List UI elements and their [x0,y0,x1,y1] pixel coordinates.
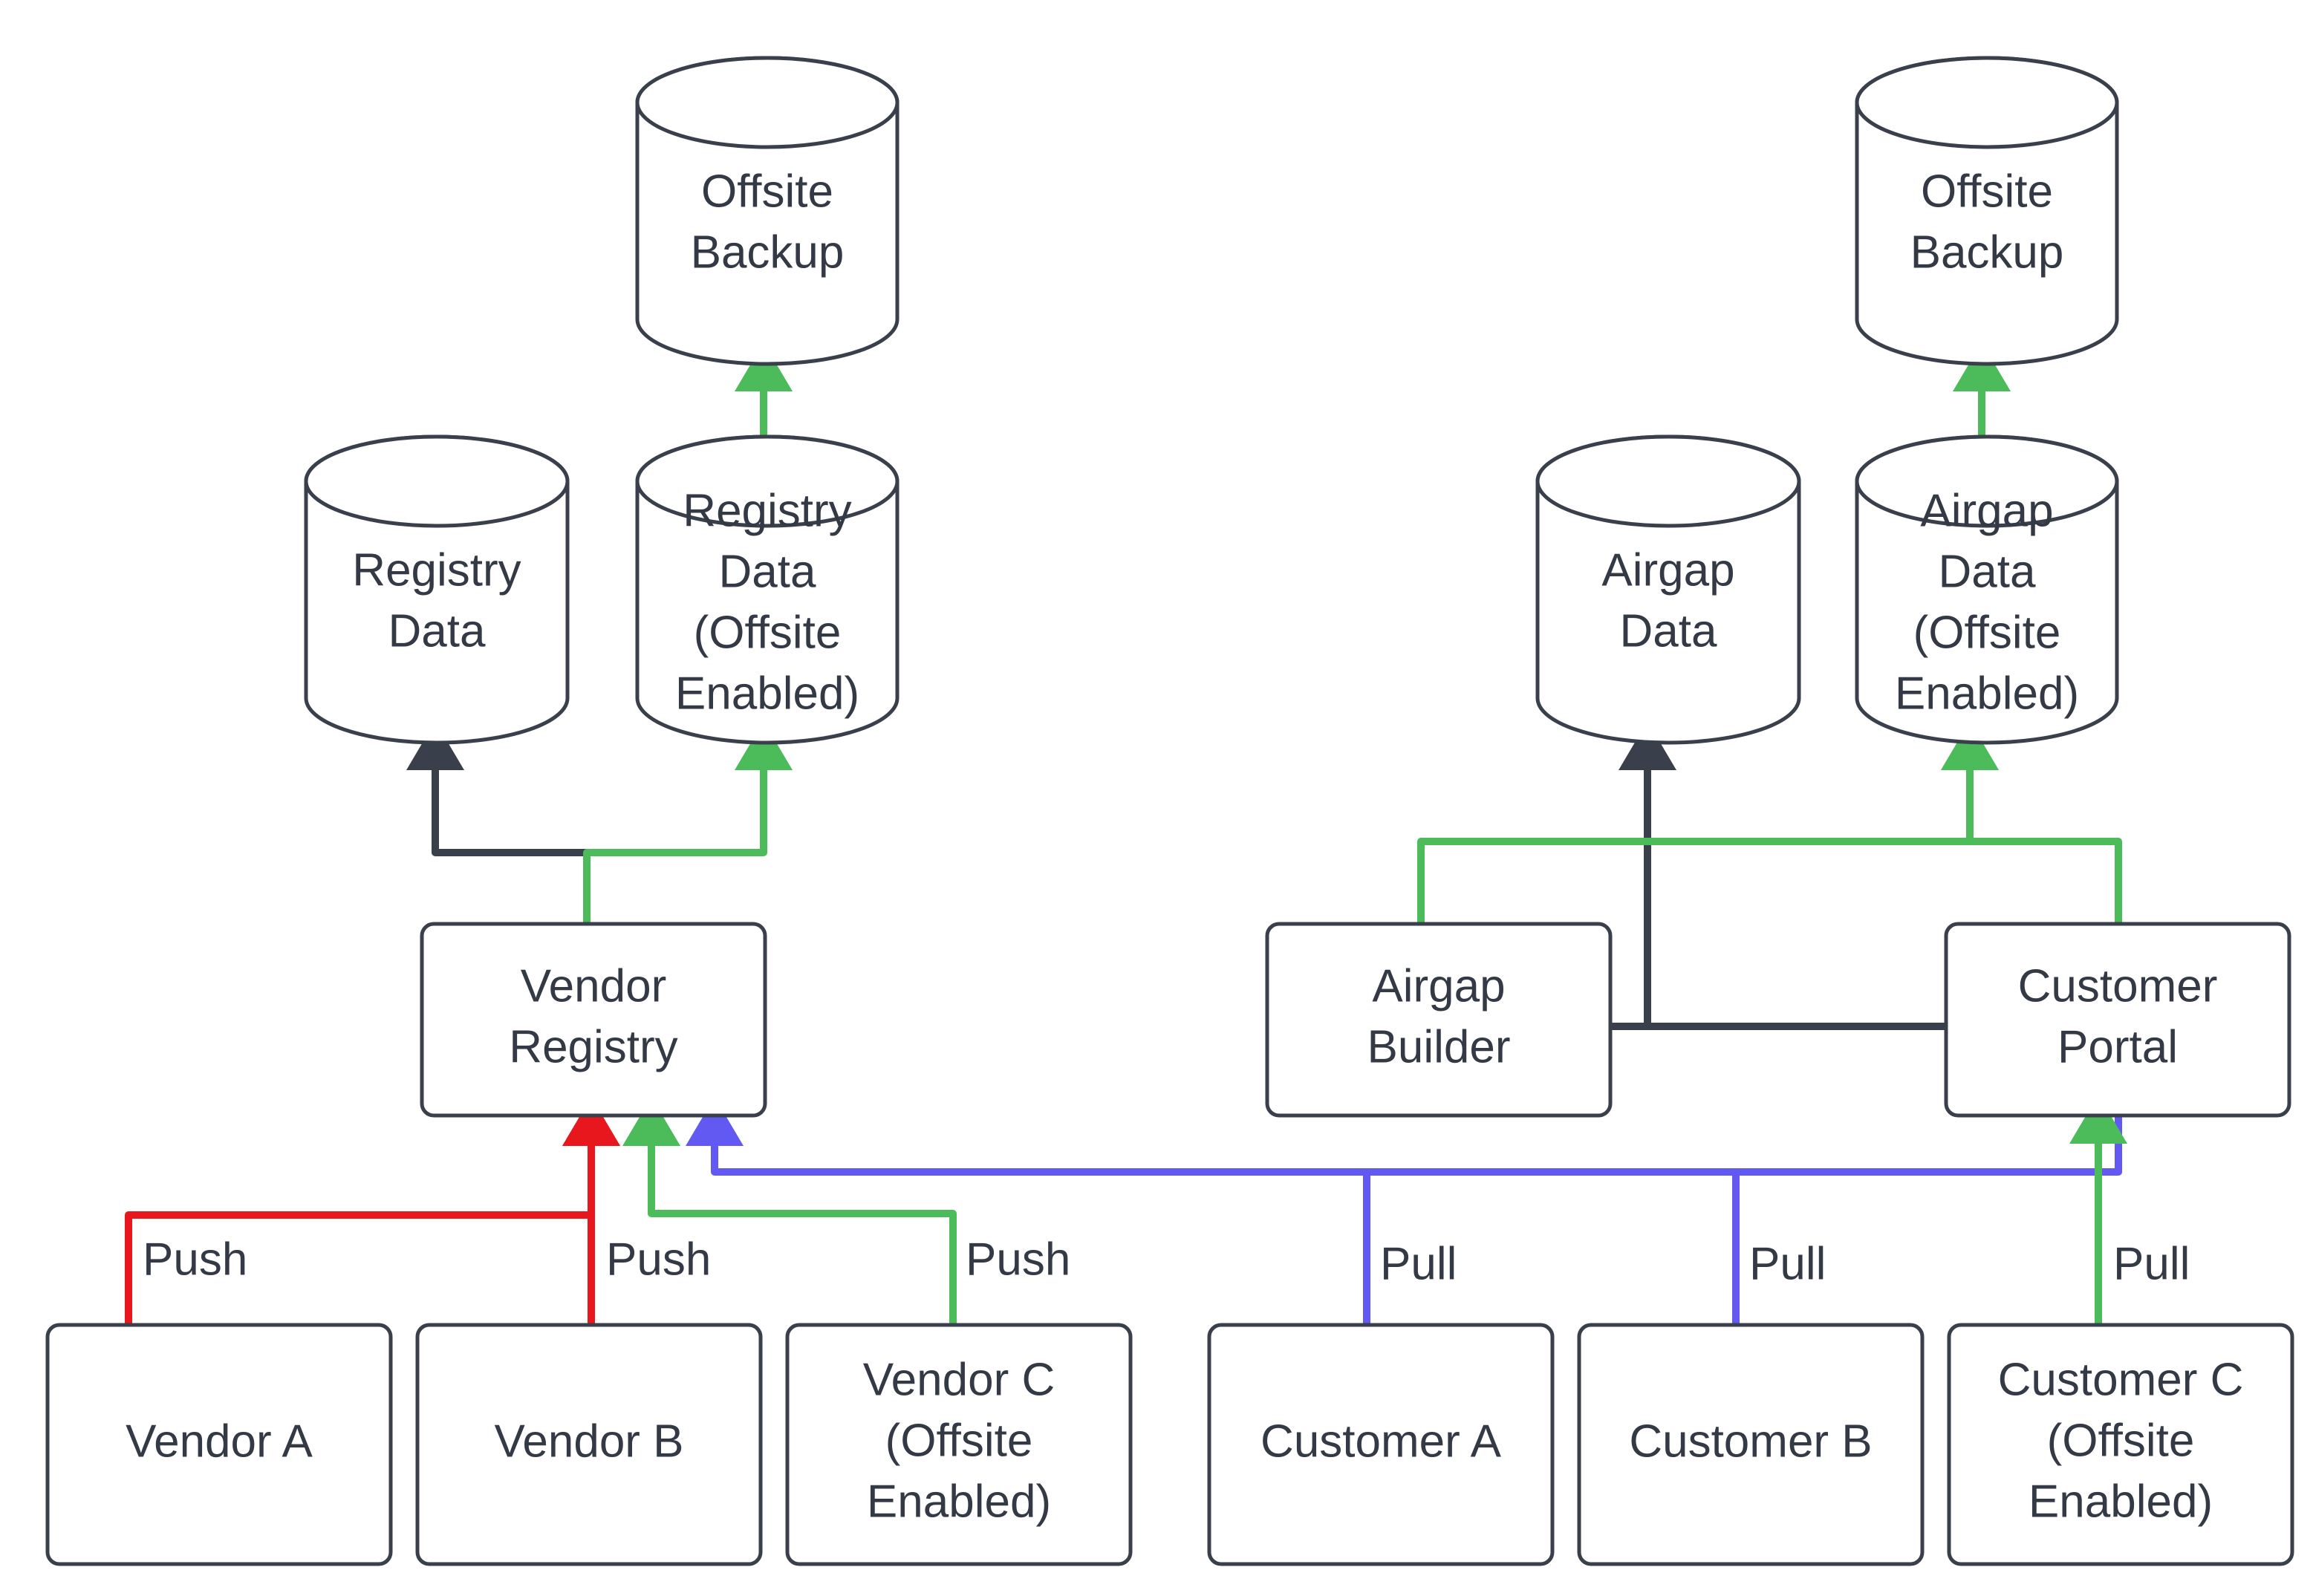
node-customer-b[interactable]: Customer B [1577,1323,1925,1566]
node-label-line: Backup [691,227,845,278]
edge-labels-layer: Push Push Push Pull Pull Pull [143,1234,2190,1289]
node-label-line: Vendor C [863,1354,1055,1405]
edge-customer-portal-to-vendor-registry [686,1097,2122,1176]
node-label-line: Offsite [1921,166,2053,217]
node-label-line: Enabled) [867,1476,1051,1527]
node-offsite-backup-left[interactable]: Offsite Backup [635,56,900,366]
node-label-line: Backup [1910,227,2064,278]
node-label-line: Offsite [701,166,833,217]
node-label-line: Registry [509,1021,677,1072]
node-label-line: Registry [683,485,851,536]
node-customer-a[interactable]: Customer A [1207,1323,1555,1566]
node-label-line: Airgap [1372,960,1505,1012]
node-label-line: Portal [2057,1021,2178,1072]
node-label-line: Customer B [1629,1416,1872,1467]
cylinder-top [1535,434,1801,528]
edge-label-pull-customer-c: Pull [2113,1238,2190,1289]
node-registry-data-offsite[interactable]: Registry Data (Offsite Enabled) [635,434,900,745]
node-label-line: Data [1939,546,2036,597]
node-label-line: Enabled) [2029,1476,2213,1527]
node-box [1207,1323,1555,1566]
node-label-line: Enabled) [1895,668,2079,719]
cylinder-top [635,434,900,528]
edge-label-push-vendor-b: Push [606,1234,711,1285]
node-label-line: Airgap [1601,544,1734,596]
node-box [1944,922,2291,1118]
node-box [785,1323,1133,1566]
node-box [1947,1323,2294,1566]
node-label-line: Data [388,605,486,657]
node-label-line: (Offsite [2047,1415,2195,1466]
node-airgap-builder[interactable]: Airgap Builder [1265,922,1613,1118]
node-offsite-backup-right[interactable]: Offsite Backup [1855,56,2119,366]
node-vendor-registry[interactable]: Vendor Registry [420,922,767,1118]
node-registry-data[interactable]: Registry Data [304,434,570,745]
edge-label-push-vendor-a: Push [143,1234,247,1285]
edge-label-pull-customer-a: Pull [1380,1238,1457,1289]
node-label-line: (Offsite [1913,607,2061,658]
node-customer-c[interactable]: Customer C (Offsite Enabled) [1947,1323,2294,1566]
edge-label-push-vendor-c: Push [966,1234,1070,1285]
node-box [420,922,767,1118]
edge-vendor-registry-to-registry-data-offsite [583,721,793,924]
node-box [45,1323,393,1566]
node-label-line: Vendor B [494,1416,683,1467]
edge-label-pull-customer-b: Pull [1749,1238,1826,1289]
node-vendor-b[interactable]: Vendor B [415,1323,763,1566]
edge-customer-portal-to-airgap-data-offsite [1941,721,2122,924]
node-box [415,1323,763,1566]
cylinder-top [1855,56,2119,149]
node-box [1577,1323,1925,1566]
edge-airgap-builder-to-airgap-data-offsite [1417,721,1999,924]
node-box [1265,922,1613,1118]
node-vendor-a[interactable]: Vendor A [45,1323,393,1566]
node-label-line: (Offsite [885,1415,1033,1466]
node-label-line: (Offsite [694,607,842,658]
node-airgap-data[interactable]: Airgap Data [1535,434,1801,745]
node-label-line: Data [719,546,816,597]
node-airgap-data-offsite[interactable]: Airgap Data (Offsite Enabled) [1855,434,2119,745]
node-label-line: Customer C [1998,1354,2244,1405]
node-label-line: Builder [1367,1021,1511,1072]
node-label-line: Vendor [521,960,667,1012]
edges-layer [125,342,2127,1325]
cylinder-top [1855,434,2119,528]
cylinder-top [304,434,570,528]
node-vendor-c[interactable]: Vendor C (Offsite Enabled) [785,1323,1133,1566]
node-label-line: Airgap [1920,485,2053,536]
node-customer-portal[interactable]: Customer Portal [1944,922,2291,1118]
node-label-line: Enabled) [675,668,859,719]
edge-vendor-registry-to-registry-data [406,721,591,924]
node-label-line: Data [1620,605,1717,657]
edge-vendor-c-to-vendor-registry [622,1097,957,1325]
node-label-line: Customer [2018,960,2218,1012]
node-label-line: Vendor A [126,1416,313,1467]
node-label-line: Registry [352,544,521,596]
edge-vendor-a-to-vendor-registry [125,1097,620,1325]
node-label-line: Customer A [1260,1416,1502,1467]
cylinder-top [635,56,900,149]
